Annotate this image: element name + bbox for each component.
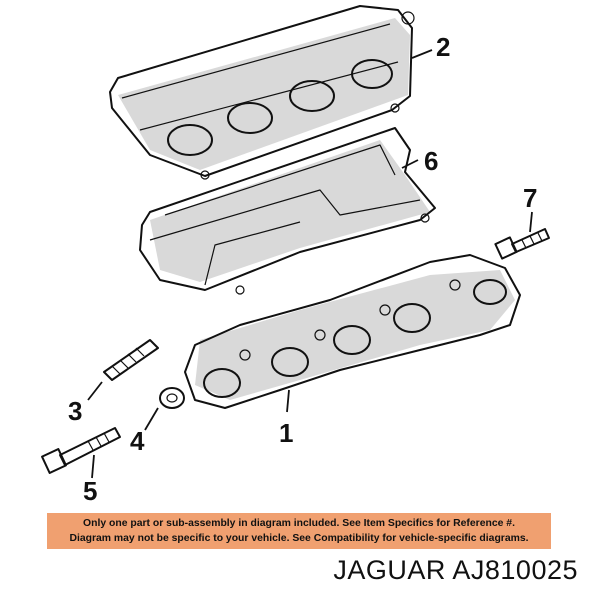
- callout-7: 7: [523, 183, 537, 213]
- disclaimer-banner: Only one part or sub-assembly in diagram…: [47, 513, 551, 549]
- leader-line-1: [286, 389, 290, 413]
- leader-line-6: [401, 159, 419, 169]
- callout-2: 2: [436, 32, 450, 62]
- upper-heat-shield: [109, 5, 415, 180]
- leader-line-4: [144, 407, 159, 431]
- lower-heat-shield: [139, 127, 436, 295]
- part-number-caption: JAGUAR AJ810025: [333, 555, 578, 585]
- nut-4: [159, 387, 185, 409]
- leader-line-3: [87, 381, 103, 401]
- disclaimer-line-1: Only one part or sub-assembly in diagram…: [83, 518, 515, 529]
- bolt-7: [494, 228, 550, 260]
- leader-line-7: [529, 211, 533, 233]
- exhaust-manifold: [184, 254, 521, 409]
- callout-4: 4: [130, 426, 145, 456]
- callout-3: 3: [68, 396, 82, 426]
- callout-6: 6: [424, 146, 438, 176]
- exhaust-manifold-diagram: 2 6 7 1 3 4 5: [41, 5, 550, 505]
- leader-line-2: [411, 49, 433, 59]
- callout-5: 5: [83, 476, 97, 505]
- leader-line-5: [91, 454, 95, 479]
- callout-1: 1: [279, 418, 293, 448]
- disclaimer-line-2: Diagram may not be specific to your vehi…: [69, 533, 529, 544]
- bolt-5: [41, 427, 121, 474]
- stud-3: [103, 339, 159, 381]
